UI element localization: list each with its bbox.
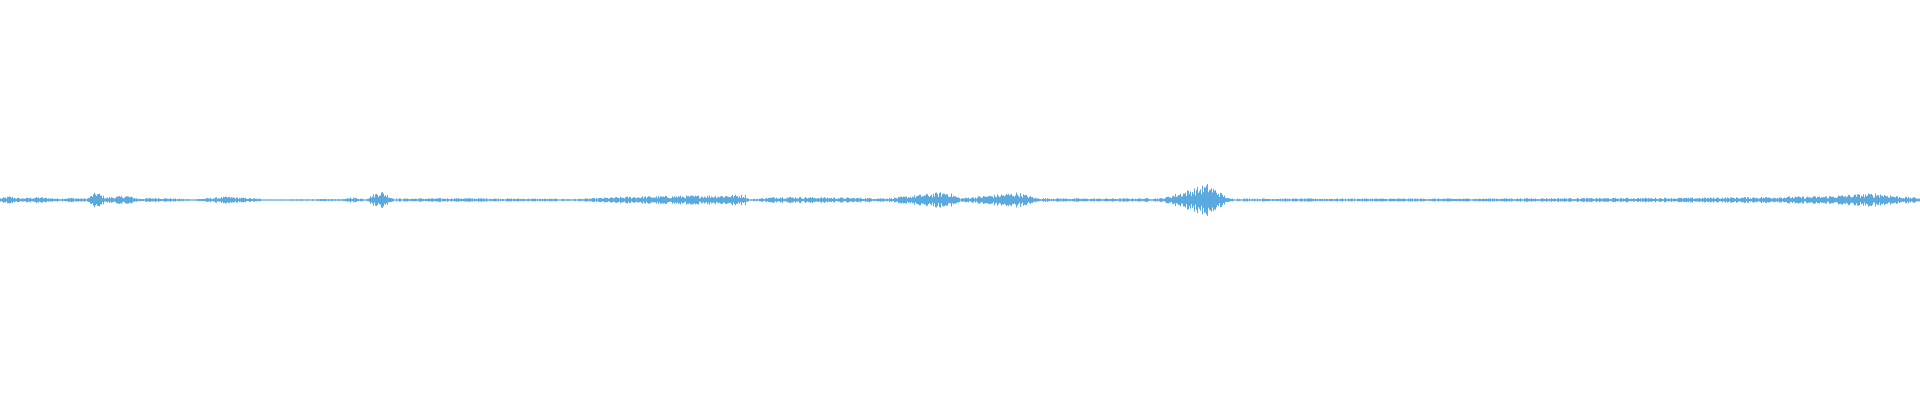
waveform-trace bbox=[0, 184, 1920, 216]
waveform-samples bbox=[0, 184, 1920, 216]
